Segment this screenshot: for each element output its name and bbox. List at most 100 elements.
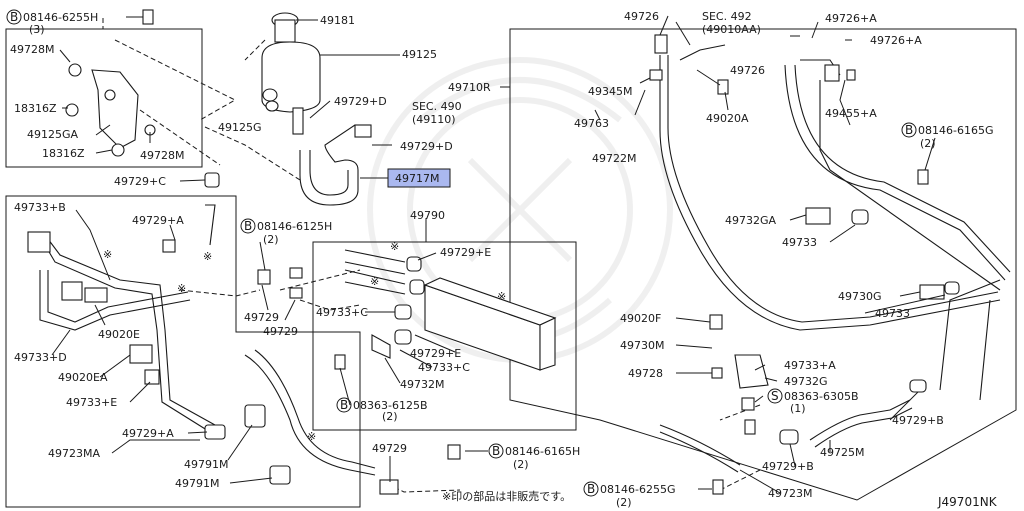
label-49125GA[interactable]: 49125GA: [27, 128, 79, 141]
label-49733-b[interactable]: 49733: [875, 307, 910, 320]
label-49730M[interactable]: 49730M: [620, 339, 664, 352]
label-08146-6255G[interactable]: 08146-6255G: [600, 483, 675, 496]
label-49726A-b[interactable]: 49726+A: [870, 34, 922, 47]
label-49729B-b[interactable]: 49729+B: [762, 460, 814, 473]
feed-tube-assembly: [27, 204, 226, 440]
label-49733A[interactable]: 49733+A: [784, 359, 836, 372]
label-49732GA[interactable]: 49732GA: [725, 214, 777, 227]
oil-cooler: [344, 249, 557, 371]
label-49729D-a[interactable]: 49729+D: [334, 95, 387, 108]
svg-text:B: B: [244, 219, 252, 233]
svg-text:※: ※: [390, 240, 399, 253]
label-49717M[interactable]: 49717M: [395, 172, 439, 185]
label-49729E-a[interactable]: 49729+E: [440, 246, 491, 259]
label-sec-492-sub: (49010AA): [702, 23, 761, 36]
reservoir-tank: [261, 12, 321, 135]
label-qty-2-a: (2): [263, 233, 279, 246]
label-18316Z-a[interactable]: 18316Z: [14, 102, 57, 115]
label-49125G[interactable]: 49125G: [218, 121, 262, 134]
box-right-group: [509, 28, 1017, 501]
label-49733D[interactable]: 49733+D: [14, 351, 67, 364]
label-49733C-b[interactable]: 49733+C: [418, 361, 470, 374]
label-49732M[interactable]: 49732M: [400, 378, 444, 391]
label-49732G[interactable]: 49732G: [784, 375, 828, 388]
label-49729A-b[interactable]: 49729+A: [122, 427, 174, 440]
label-18316Z-b[interactable]: 18316Z: [42, 147, 85, 160]
svg-text:B: B: [492, 444, 500, 458]
diagram-reference-code: J49701NK: [937, 495, 998, 509]
svg-text:※: ※: [307, 430, 316, 443]
label-49729-a[interactable]: 49729: [244, 311, 279, 324]
label-49725M[interactable]: 49725M: [820, 446, 864, 459]
highlight-box-49717M: [387, 168, 451, 188]
label-sec-492[interactable]: SEC. 492: [702, 10, 752, 23]
label-49733-a[interactable]: 49733: [782, 236, 817, 249]
label-49020EA[interactable]: 49020EA: [58, 371, 108, 384]
svg-text:B: B: [340, 398, 348, 412]
label-49020F[interactable]: 49020F: [620, 312, 661, 325]
svg-text:B: B: [587, 482, 595, 496]
label-sec-490-sub: (49110): [412, 113, 456, 126]
label-49728M-b[interactable]: 49728M: [140, 149, 184, 162]
label-49729B-a[interactable]: 49729+B: [892, 414, 944, 427]
label-08146-6165G[interactable]: 08146-6165G: [918, 124, 993, 137]
svg-text:※: ※: [497, 290, 506, 303]
non-sale-markers: ※ ※ ※ ※ ※ ※ ※: [103, 240, 506, 443]
label-49791M-b[interactable]: 49791M: [175, 477, 219, 490]
label-49729D-b[interactable]: 49729+D: [400, 140, 453, 153]
label-note: ※印の部品は非販売です。: [442, 489, 571, 503]
label-49722M[interactable]: 49722M: [592, 152, 636, 165]
svg-text:※: ※: [177, 282, 186, 295]
label-49730G[interactable]: 49730G: [838, 290, 882, 303]
svg-text:B: B: [10, 10, 18, 24]
label-sec-490[interactable]: SEC. 490: [412, 100, 462, 113]
svg-text:B: B: [905, 123, 913, 137]
label-49729-c[interactable]: 49729: [372, 442, 407, 455]
label-qty-2-d: (2): [920, 137, 936, 150]
label-49726A-a[interactable]: 49726+A: [825, 12, 877, 25]
label-qty-2-c: (2): [513, 458, 529, 471]
label-49763[interactable]: 49763: [574, 117, 609, 130]
return-hose-highlighted: [299, 124, 359, 206]
label-49345M[interactable]: 49345M: [588, 85, 632, 98]
label-49728[interactable]: 49728: [628, 367, 663, 380]
label-49723MA[interactable]: 49723MA: [48, 447, 100, 460]
svg-text:※: ※: [370, 275, 379, 288]
label-qty-1: (1): [790, 402, 806, 415]
label-49726-b[interactable]: 49726: [730, 64, 765, 77]
svg-text:S: S: [771, 389, 779, 403]
label-49723M[interactable]: 49723M: [768, 487, 812, 500]
label-08146-6165H[interactable]: 08146-6165H: [505, 445, 580, 458]
label-49020E[interactable]: 49020E: [98, 328, 140, 341]
label-49729A-a[interactable]: 49729+A: [132, 214, 184, 227]
svg-text:※: ※: [203, 250, 212, 263]
svg-text:※: ※: [103, 248, 112, 261]
label-49020A[interactable]: 49020A: [706, 112, 749, 125]
label-49733E[interactable]: 49733+E: [66, 396, 117, 409]
label-49125[interactable]: 49125: [402, 48, 437, 61]
label-49455A[interactable]: 49455+A: [825, 107, 877, 120]
pressure-tube-assembly: [649, 34, 1011, 495]
label-49710R[interactable]: 49710R: [448, 81, 491, 94]
label-49728M-a[interactable]: 49728M: [10, 43, 54, 56]
label-49729-b[interactable]: 49729: [263, 325, 298, 338]
box-reservoir-bracket: [5, 28, 203, 168]
label-08146-6125H[interactable]: 08146-6125H: [257, 220, 332, 233]
label-qty-2-b: (2): [382, 410, 398, 423]
box-lower-left-group: [5, 195, 361, 508]
label-49726-a[interactable]: 49726: [624, 10, 659, 23]
label-group: B 08146-6255H (3) 49728M 18316Z 49125GA …: [6, 9, 998, 509]
label-08363-6125B[interactable]: 08363-6125B: [353, 399, 428, 412]
label-49733C-a[interactable]: 49733+C: [316, 306, 368, 319]
label-49729E-b[interactable]: 49729+E: [410, 347, 461, 360]
label-49791M-a[interactable]: 49791M: [184, 458, 228, 471]
label-49790[interactable]: 49790: [410, 209, 445, 222]
label-49729C-a[interactable]: 49729+C: [114, 175, 166, 188]
label-qty-2-e: (2): [616, 496, 632, 509]
label-49181[interactable]: 49181: [320, 14, 355, 27]
label-qty-3: (3): [29, 23, 45, 36]
label-49733B[interactable]: 49733+B: [14, 201, 66, 214]
label-08146-6255H-a[interactable]: 08146-6255H: [23, 11, 98, 24]
label-08363-6305B[interactable]: 08363-6305B: [784, 390, 859, 403]
